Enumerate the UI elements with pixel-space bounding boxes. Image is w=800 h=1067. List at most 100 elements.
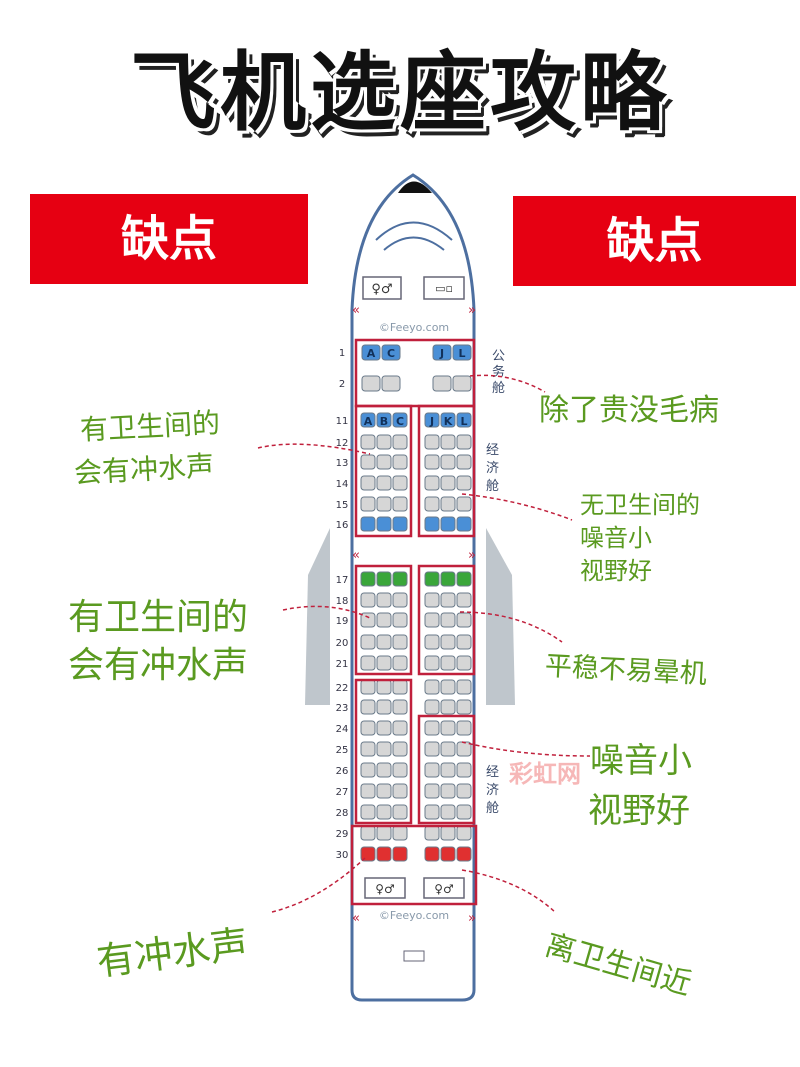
seat[interactable] [360, 412, 376, 428]
seat[interactable] [424, 475, 440, 491]
seat[interactable] [440, 496, 456, 512]
seat[interactable] [360, 592, 376, 608]
seat[interactable] [360, 679, 376, 695]
seat[interactable] [440, 571, 456, 587]
seat[interactable] [376, 804, 392, 820]
seat[interactable] [440, 846, 456, 862]
seat[interactable] [376, 825, 392, 841]
seat[interactable] [424, 634, 440, 650]
seat[interactable] [361, 375, 381, 392]
seat[interactable] [360, 434, 376, 450]
seat[interactable] [360, 783, 376, 799]
seat[interactable] [456, 454, 472, 470]
seat[interactable] [432, 344, 452, 361]
seat[interactable] [424, 516, 440, 532]
seat[interactable] [424, 412, 440, 428]
seat[interactable] [424, 720, 440, 736]
seat[interactable] [456, 592, 472, 608]
seat[interactable] [392, 679, 408, 695]
seat[interactable] [424, 762, 440, 778]
seat[interactable] [360, 825, 376, 841]
seat[interactable] [440, 720, 456, 736]
seat[interactable] [440, 475, 456, 491]
seat[interactable] [440, 762, 456, 778]
seat[interactable] [456, 804, 472, 820]
seat[interactable] [392, 720, 408, 736]
seat[interactable] [440, 699, 456, 715]
seat[interactable] [392, 741, 408, 757]
seat[interactable] [424, 783, 440, 799]
seat[interactable] [392, 634, 408, 650]
seat[interactable] [376, 699, 392, 715]
seat[interactable] [360, 634, 376, 650]
seat[interactable] [456, 412, 472, 428]
seat[interactable] [440, 634, 456, 650]
seat[interactable] [376, 783, 392, 799]
seat[interactable] [424, 804, 440, 820]
seat[interactable] [392, 846, 408, 862]
seat[interactable] [361, 344, 381, 361]
seat[interactable] [456, 571, 472, 587]
seat[interactable] [440, 804, 456, 820]
seat[interactable] [440, 825, 456, 841]
seat[interactable] [381, 375, 401, 392]
seat[interactable] [360, 762, 376, 778]
seat[interactable] [440, 412, 456, 428]
seat[interactable] [392, 699, 408, 715]
seat[interactable] [360, 741, 376, 757]
seat[interactable] [360, 571, 376, 587]
seat[interactable] [456, 762, 472, 778]
seat[interactable] [392, 475, 408, 491]
seat[interactable] [424, 741, 440, 757]
seat[interactable] [392, 496, 408, 512]
seat[interactable] [424, 571, 440, 587]
seat[interactable] [360, 496, 376, 512]
seat[interactable] [392, 825, 408, 841]
seat[interactable] [456, 475, 472, 491]
seat[interactable] [360, 804, 376, 820]
seat[interactable] [360, 612, 376, 628]
seat[interactable] [424, 699, 440, 715]
seat[interactable] [376, 496, 392, 512]
seat[interactable] [381, 344, 401, 361]
seat[interactable] [360, 516, 376, 532]
seat[interactable] [424, 655, 440, 671]
seat[interactable] [424, 612, 440, 628]
seat[interactable] [376, 741, 392, 757]
seat[interactable] [456, 825, 472, 841]
seat[interactable] [392, 571, 408, 587]
seat[interactable] [452, 375, 472, 392]
seat[interactable] [376, 434, 392, 450]
seat[interactable] [392, 655, 408, 671]
seat[interactable] [440, 516, 456, 532]
seat[interactable] [360, 454, 376, 470]
seat[interactable] [440, 434, 456, 450]
seat[interactable] [392, 434, 408, 450]
seat[interactable] [376, 720, 392, 736]
seat[interactable] [376, 412, 392, 428]
seat[interactable] [440, 655, 456, 671]
seat[interactable] [456, 846, 472, 862]
seat[interactable] [440, 612, 456, 628]
seat[interactable] [360, 475, 376, 491]
seat[interactable] [392, 516, 408, 532]
seat[interactable] [376, 679, 392, 695]
seat[interactable] [456, 655, 472, 671]
seat[interactable] [424, 592, 440, 608]
seat[interactable] [360, 655, 376, 671]
seat[interactable] [376, 655, 392, 671]
seat[interactable] [376, 592, 392, 608]
seat[interactable] [392, 804, 408, 820]
seat[interactable] [440, 592, 456, 608]
seat[interactable] [392, 412, 408, 428]
seat[interactable] [456, 496, 472, 512]
seat[interactable] [456, 699, 472, 715]
seat[interactable] [376, 454, 392, 470]
seat[interactable] [424, 454, 440, 470]
seat[interactable] [440, 741, 456, 757]
seat[interactable] [360, 699, 376, 715]
seat[interactable] [392, 612, 408, 628]
seat[interactable] [456, 679, 472, 695]
seat[interactable] [456, 612, 472, 628]
seat[interactable] [456, 720, 472, 736]
